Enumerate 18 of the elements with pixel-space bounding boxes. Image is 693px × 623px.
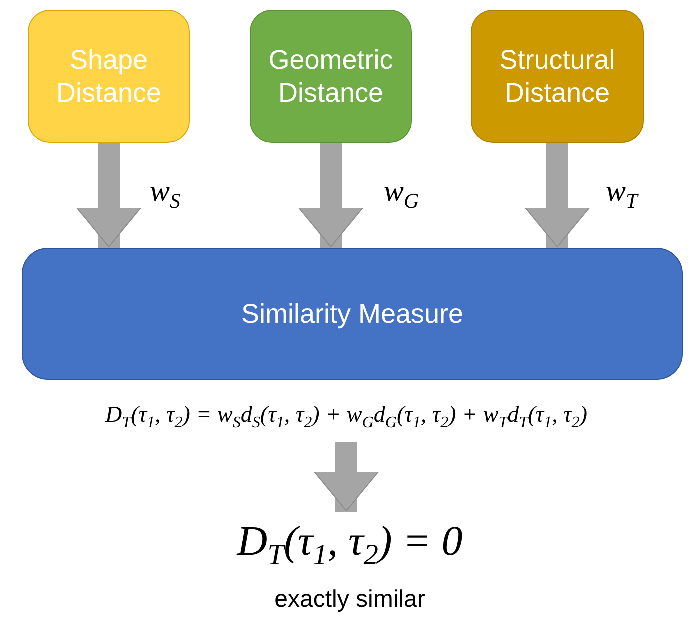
process-box bbox=[22, 248, 683, 380]
block-arrow bbox=[298, 143, 364, 248]
process-box bbox=[250, 10, 412, 143]
edge-label: w$_{S}$ bbox=[150, 175, 181, 214]
block-arrow bbox=[314, 442, 379, 512]
node-label: Shape Distance bbox=[55, 44, 163, 110]
process-box bbox=[28, 10, 190, 143]
node-label: Geometric Distance bbox=[268, 44, 394, 110]
edge-label: w$_{G}$ bbox=[384, 175, 420, 214]
block-arrow bbox=[76, 143, 142, 248]
process-box bbox=[471, 10, 644, 143]
formula: D$_{T}$(τ$_{1}$, τ$_{2}$) = 0 bbox=[237, 518, 463, 572]
edge-label: w$_{T}$ bbox=[606, 175, 638, 214]
caption-text: exactly similar bbox=[274, 586, 426, 614]
block-arrow bbox=[525, 143, 590, 248]
node-label: Similarity Measure bbox=[241, 298, 464, 330]
formula: D$_{T}$(τ$_{1}$, τ$_{2}$) = w$_{S}$d$_{S}$(τ$_{1}$, τ$_{2}$) + w$_{G}$d$_{G}$(τ$_{1}$, τ$_{2}$) + w$_{T}$d$_{T}$(τ$_{1}$, τ$_{2}$) bbox=[105, 402, 588, 432]
node-label: Structural Distance bbox=[498, 44, 616, 110]
